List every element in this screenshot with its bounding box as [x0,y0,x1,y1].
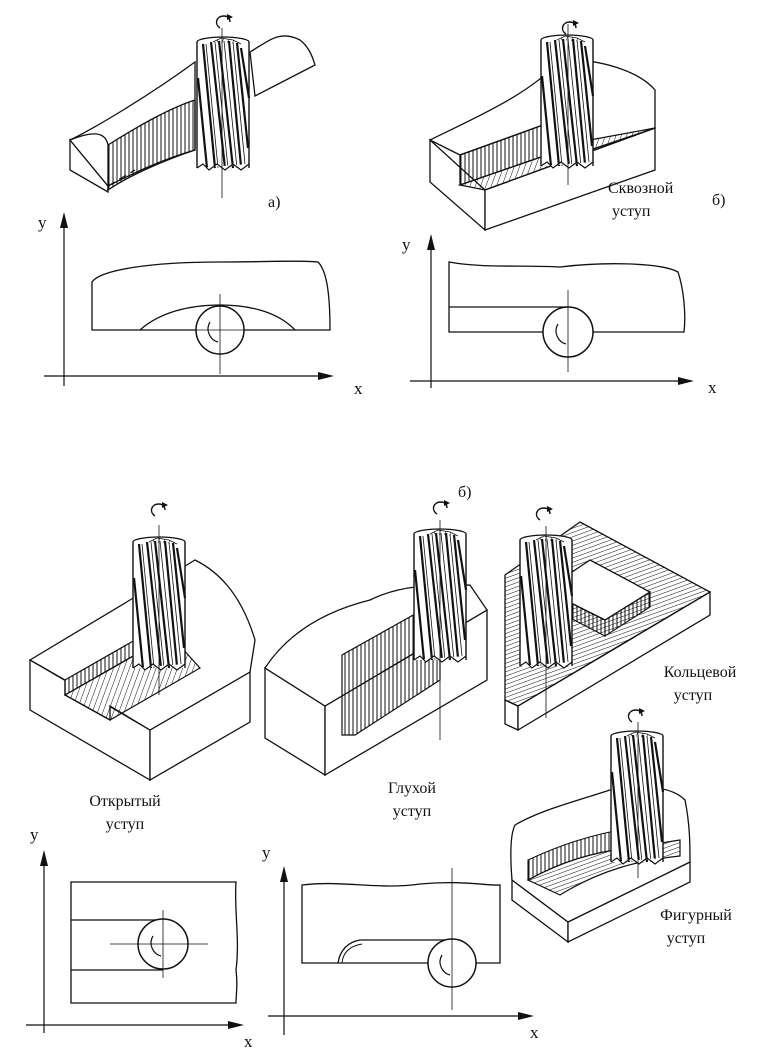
axis-y-a: y [38,213,47,232]
axis-y-b: y [402,235,411,254]
blind-ledge-label-1: Глухой [388,780,436,797]
open-ledge-isometric [28,501,256,782]
open-ledge-label-1: Открытый [89,793,161,810]
axis-x-blind: x [530,1023,539,1042]
plan-view-a [44,212,334,386]
shaped-ledge-isometric [510,707,691,944]
figure-b-through-isometric [428,19,656,232]
open-ledge-label-2: уступ [106,816,145,833]
ring-ledge-label-2: уступ [674,687,713,704]
axis-x-a: x [354,379,363,398]
axis-x-b: x [708,378,717,397]
figure-a-caption: а) [268,194,280,211]
through-ledge-label-2: уступ [612,203,651,220]
shaped-ledge-label-1: Фигурный [660,907,732,924]
axis-y-blind: y [262,843,271,862]
blind-ledge-label-2: уступ [393,803,432,820]
ring-ledge-isometric [504,505,712,732]
axis-y-open: y [30,825,39,844]
blind-ledge-isometric [264,499,488,777]
plan-view-b-through [410,234,694,388]
ring-ledge-label-1: Кольцевой [664,664,737,681]
figure-a-isometric [68,13,316,198]
figure-b-caption: б) [712,192,725,209]
plan-view-open [26,850,244,1033]
shaped-ledge-label-2: уступ [667,930,706,947]
plan-view-blind [268,866,534,1035]
through-ledge-label-1: Сквозной [608,180,674,197]
figure-b-mid-caption: б) [458,484,471,501]
axis-x-open: x [244,1032,253,1051]
